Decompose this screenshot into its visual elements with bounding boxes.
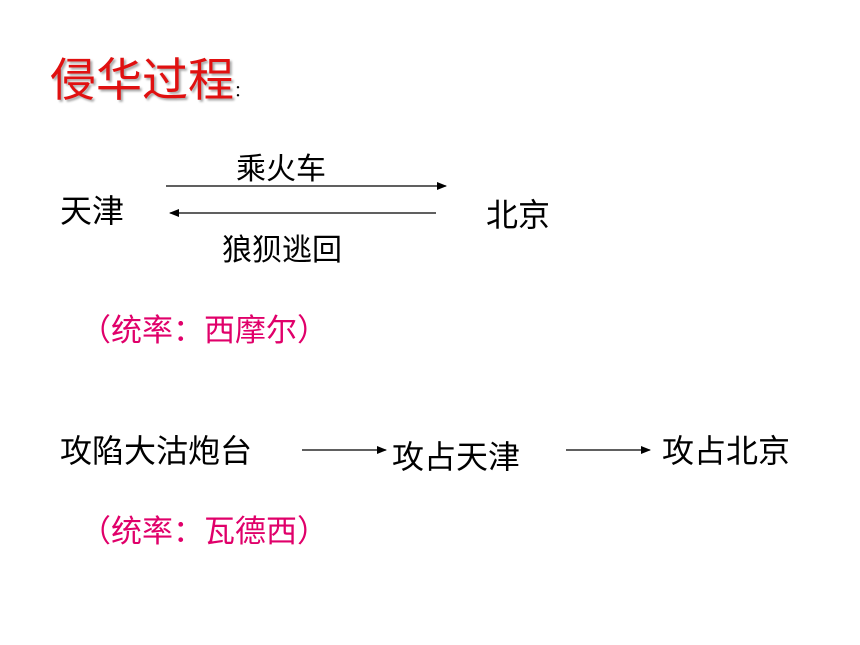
route2-commander-note: （统率：瓦德西） bbox=[80, 514, 328, 550]
route1-commander-note: （统率：西摩尔） bbox=[80, 313, 328, 349]
route2-step2: 攻占天津 bbox=[392, 438, 521, 476]
slide-title-text: 侵华过程 bbox=[50, 53, 234, 107]
route1-to-beijing: 北京 bbox=[486, 196, 551, 234]
route2-step1: 攻陷大沽炮台 bbox=[60, 432, 253, 470]
route1-from-tianjin: 天津 bbox=[60, 192, 125, 230]
route1-forward-label: 乘火车 bbox=[236, 152, 326, 187]
route1-return-label: 狼狈逃回 bbox=[222, 233, 342, 268]
slide-title: 侵华过程： bbox=[50, 44, 250, 110]
route2-step3: 攻占北京 bbox=[662, 432, 791, 470]
slide-title-colon: ： bbox=[234, 81, 251, 100]
